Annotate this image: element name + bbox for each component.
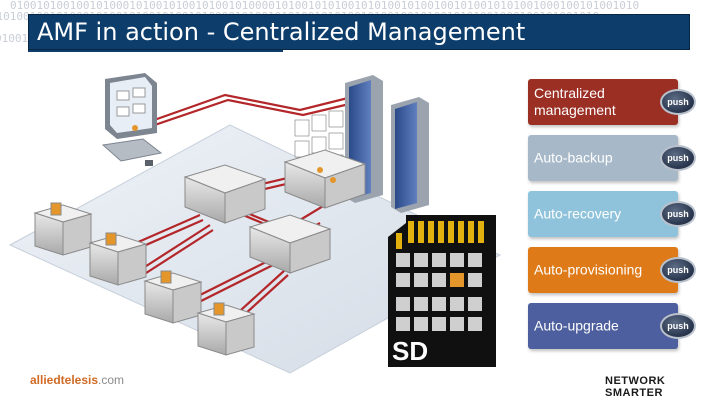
access-switch-stack — [90, 233, 146, 285]
network-diagram: SD — [0, 55, 520, 375]
management-pc — [103, 73, 161, 166]
push-badge[interactable]: push — [660, 201, 696, 227]
push-badge[interactable]: push — [660, 89, 696, 115]
feature-auto-provisioning[interactable]: Auto-provisioning push — [528, 247, 678, 293]
feature-label: Auto-backup — [534, 150, 613, 167]
feature-auto-upgrade[interactable]: Auto-upgrade push — [528, 303, 678, 349]
sd-card-label: SD — [392, 336, 428, 366]
feature-label: Auto-provisioning — [534, 262, 642, 279]
push-badge[interactable]: push — [660, 313, 696, 339]
allied-telesis-logo: alliedtelesis.com — [30, 373, 124, 387]
feature-centralized-management[interactable]: Centralized management push — [528, 79, 678, 125]
title-underline — [28, 50, 283, 52]
feature-label: Centralized management — [534, 85, 616, 119]
title-bar: AMF in action - Centralized Management — [28, 14, 690, 50]
access-switch-stack — [145, 271, 201, 323]
logo-suffix: .com — [98, 373, 124, 387]
feature-auto-recovery[interactable]: Auto-recovery push — [528, 191, 678, 237]
access-switch-stack — [198, 303, 254, 355]
feature-auto-backup[interactable]: Auto-backup push — [528, 135, 678, 181]
logo-main: alliedtelesis — [30, 373, 98, 387]
page-title: AMF in action - Centralized Management — [37, 18, 525, 46]
feature-label: Auto-upgrade — [534, 318, 619, 335]
sd-card: SD — [388, 215, 496, 367]
push-badge[interactable]: push — [660, 257, 696, 283]
access-switch-stack — [35, 203, 91, 255]
feature-label: Auto-recovery — [534, 206, 621, 223]
footer-tagline: NETWORK SMARTER — [605, 375, 720, 399]
push-badge[interactable]: push — [660, 145, 696, 171]
